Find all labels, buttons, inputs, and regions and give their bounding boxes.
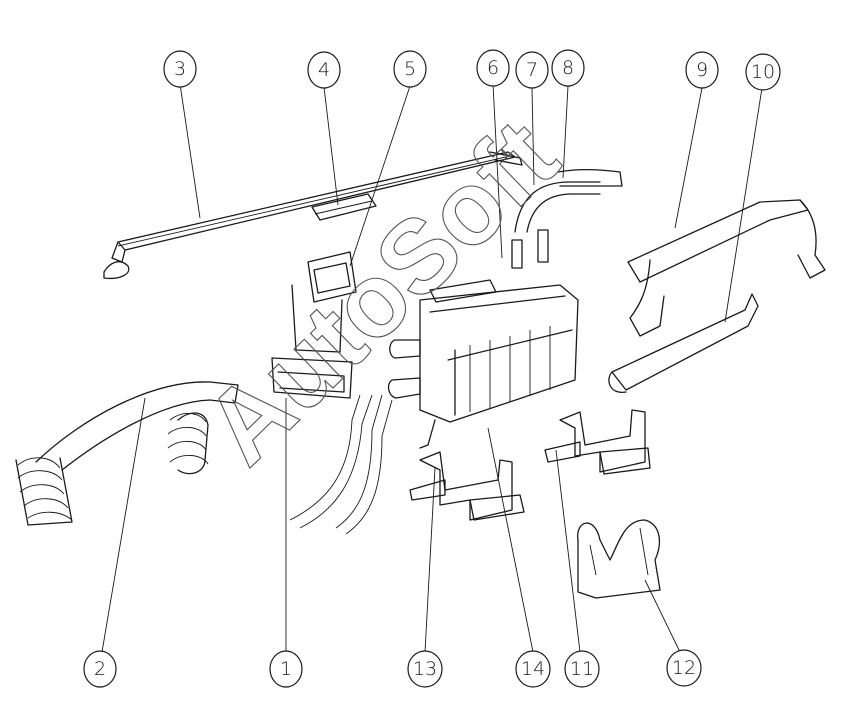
svg-text:13: 13 xyxy=(413,658,437,680)
part-4-center-vent xyxy=(311,193,377,221)
watermark-text: AutoSoft xyxy=(183,98,579,486)
svg-text:3: 3 xyxy=(174,58,186,80)
callout-7: 7 xyxy=(515,51,549,89)
wire-bundle xyxy=(289,394,393,535)
svg-text:5: 5 xyxy=(404,58,416,80)
callout-13: 13 xyxy=(407,650,443,688)
svg-text:9: 9 xyxy=(696,59,708,81)
callout-11: 11 xyxy=(564,650,600,688)
svg-text:6: 6 xyxy=(487,57,499,79)
part-12-clip xyxy=(577,519,661,599)
callout-12: 12 xyxy=(666,649,702,687)
svg-text:1: 1 xyxy=(280,658,292,680)
part-11-bracket xyxy=(544,409,651,475)
callout-8: 8 xyxy=(551,49,585,87)
parts-9-10-pipes xyxy=(608,199,826,393)
part-5-vent-tube xyxy=(271,251,357,399)
svg-text:4: 4 xyxy=(318,59,330,81)
svg-text:11: 11 xyxy=(570,658,594,680)
callout-2: 2 xyxy=(83,650,117,688)
callout-4: 4 xyxy=(307,51,341,89)
callout-9: 9 xyxy=(685,51,719,89)
callout-1: 1 xyxy=(269,650,303,688)
part-2-hose xyxy=(15,381,239,526)
callout-5: 5 xyxy=(393,50,427,88)
svg-text:14: 14 xyxy=(521,658,545,680)
part-13-bracket xyxy=(409,451,525,521)
callout-10: 10 xyxy=(745,53,781,91)
callout-14: 14 xyxy=(515,650,551,688)
svg-text:2: 2 xyxy=(94,658,106,680)
callout-3: 3 xyxy=(163,50,197,88)
callout-bubbles: 3 4 5 6 7 8 9 10 2 1 13 14 11 12 xyxy=(83,49,781,688)
parts-6-7-8-tubes xyxy=(511,169,623,269)
svg-text:7: 7 xyxy=(526,59,538,81)
callout-6: 6 xyxy=(476,49,510,87)
svg-text:8: 8 xyxy=(562,57,574,79)
svg-text:12: 12 xyxy=(672,657,696,679)
autosoft-watermark: AutoSoft xyxy=(183,98,580,487)
leader-lines xyxy=(101,83,763,653)
part-14-hvac-unit xyxy=(387,279,579,449)
svg-text:10: 10 xyxy=(751,61,775,83)
